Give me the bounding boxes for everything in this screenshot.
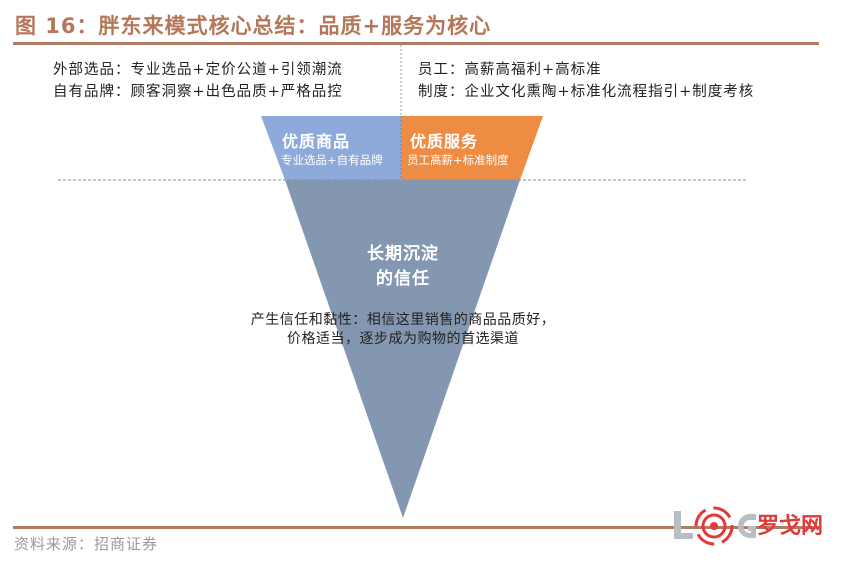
quality-service-subtitle: 员工高薪+标准制度 xyxy=(407,153,509,167)
quality-service-segment xyxy=(401,116,543,180)
caption-line1: 产生信任和黏性：相信这里销售的商品品质好， xyxy=(250,312,556,328)
quality-goods-title: 优质商品 xyxy=(282,132,351,151)
quality-goods-subtitle: 专业选品+自有品牌 xyxy=(281,153,383,167)
trust-label-line2: 的信任 xyxy=(376,269,430,289)
source-note: 资料来源：招商证券 xyxy=(14,535,159,553)
watermark-text: 罗戈网 xyxy=(757,514,824,539)
top-left-notes: 外部选品：专业选品+定价公道+引领潮流 自有品牌：顾客洞察+出色品质+严格品控 xyxy=(53,59,343,103)
figure-title: 图 16：胖东来模式核心总结：品质+服务为核心 xyxy=(15,14,492,38)
system-line: 制度：企业文化熏陶+标准化流程指引+制度考核 xyxy=(418,84,755,100)
title-underline xyxy=(13,42,819,45)
watermark-logo-icon xyxy=(674,506,756,546)
trust-label-line1: 长期沉淀 xyxy=(367,244,439,264)
source-rule xyxy=(13,526,819,529)
top-right-notes: 员工：高薪高福利+高标准 制度：企业文化熏陶+标准化流程指引+制度考核 xyxy=(418,59,754,103)
quality-goods-segment xyxy=(261,116,401,180)
caption-line2: 价格适当，逐步成为购物的首选渠道 xyxy=(287,331,519,347)
employee-line: 员工：高薪高福利+高标准 xyxy=(418,62,602,78)
quality-service-title: 优质服务 xyxy=(410,132,479,151)
external-selection-line: 外部选品：专业选品+定价公道+引领潮流 xyxy=(53,62,343,78)
trust-triangle xyxy=(285,180,520,518)
own-brand-line: 自有品牌：顾客洞察+出色品质+严格品控 xyxy=(53,84,343,100)
